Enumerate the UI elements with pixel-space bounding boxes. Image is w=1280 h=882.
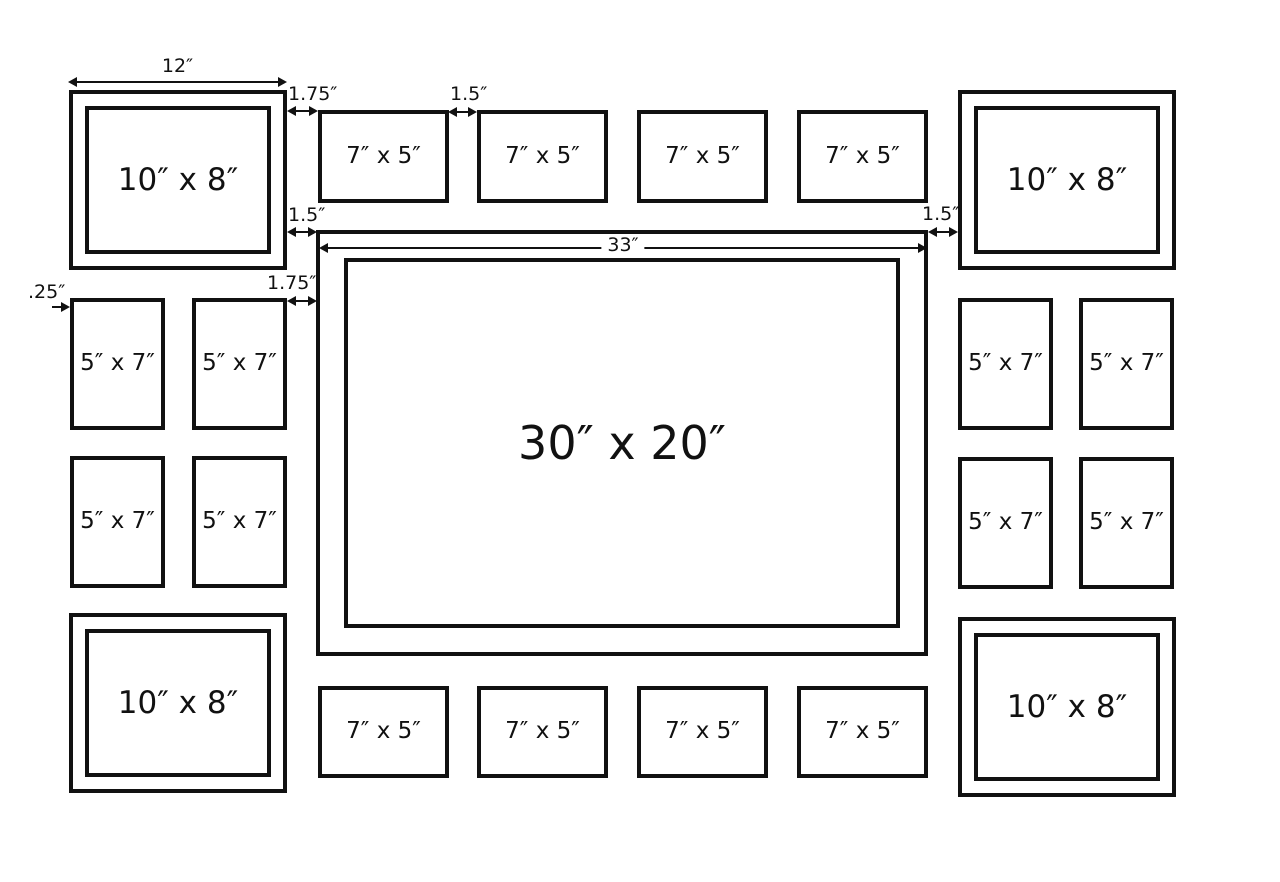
frame-7x5-bottom-2: 7″ x 5″	[477, 686, 608, 778]
frame-5x7-right-4: 5″ x 7″	[1079, 457, 1174, 589]
dimension-arrow-gap-1-5-center-right	[928, 227, 958, 237]
frame-size-label: 7″ x 5″	[825, 142, 900, 169]
frame-size-label: 5″ x 7″	[968, 350, 1043, 377]
dimension-arrow-gap-1-5-center-left	[287, 227, 317, 237]
frame-30x20-center: 30″ x 20″	[316, 230, 928, 656]
arrow-line	[74, 81, 281, 83]
frame-10x8-bottom-left: 10″ x 8″	[69, 613, 287, 793]
arrow-line	[293, 231, 311, 233]
frame-size-label: 5″ x 7″	[80, 508, 155, 535]
frame-5x7-right-2: 5″ x 7″	[1079, 298, 1174, 430]
frame-size-label: 10″ x 8″	[1006, 688, 1128, 725]
arrow-line	[293, 110, 312, 112]
dimension-arrow-gap-1-5-top-row	[448, 107, 477, 117]
frame-7x5-bottom-3: 7″ x 5″	[637, 686, 768, 778]
dimension-label-gap-1-5-center-left: 1.5″	[288, 204, 326, 226]
frame-5x7-left-2: 5″ x 7″	[192, 298, 287, 430]
dimension-label-quarter-inch: .25″	[28, 281, 66, 303]
frame-size-label: 7″ x 5″	[346, 718, 421, 745]
frame-size-label: 5″ x 7″	[968, 509, 1043, 536]
frame-size-label: 7″ x 5″	[505, 718, 580, 745]
dimension-arrow-12in	[68, 77, 287, 87]
frame-7x5-top-2: 7″ x 5″	[477, 110, 608, 203]
frame-5x7-left-1: 5″ x 7″	[70, 298, 165, 430]
frame-5x7-right-1: 5″ x 7″	[958, 298, 1053, 430]
frame-5x7-left-3: 5″ x 7″	[70, 456, 165, 588]
arrow-line	[934, 231, 952, 233]
frame-size-label: 10″ x 8″	[117, 684, 239, 721]
frame-size-label: 5″ x 7″	[1089, 509, 1164, 536]
frame-7x5-top-3: 7″ x 5″	[637, 110, 768, 203]
arrow-line	[454, 111, 471, 113]
dimension-label-33in: 33″	[601, 236, 645, 255]
frame-5x7-left-4: 5″ x 7″	[192, 456, 287, 588]
frame-size-label: 7″ x 5″	[665, 142, 740, 169]
frame-7x5-top-1: 7″ x 5″	[318, 110, 449, 203]
arrow-line	[52, 306, 64, 308]
frame-size-label: 10″ x 8″	[117, 161, 239, 198]
dimension-label-gap-1-5-top-row: 1.5″	[450, 83, 488, 105]
frame-size-label: 5″ x 7″	[80, 350, 155, 377]
frame-size-label: 10″ x 8″	[1006, 161, 1128, 198]
frame-size-label: 5″ x 7″	[1089, 350, 1164, 377]
dimension-arrow-gap-1-75-center-left	[287, 296, 317, 306]
frame-size-label: 7″ x 5″	[346, 142, 421, 169]
frame-size-label: 5″ x 7″	[202, 508, 277, 535]
dimension-arrow-quarter-inch	[52, 302, 70, 312]
frame-10x8-top-left: 10″ x 8″	[69, 90, 287, 270]
dimension-label-12in: 12″	[161, 55, 194, 77]
dimension-arrow-gap-1-75-top	[287, 106, 318, 116]
dimension-label-gap-1-5-center-right: 1.5″	[922, 203, 960, 225]
frame-7x5-top-4: 7″ x 5″	[797, 110, 928, 203]
dimension-label-gap-1-75-top: 1.75″	[288, 83, 338, 105]
frame-10x8-top-right: 10″ x 8″	[958, 90, 1176, 270]
frame-size-label: 30″ x 20″	[518, 415, 726, 470]
frame-7x5-bottom-1: 7″ x 5″	[318, 686, 449, 778]
frame-size-label: 5″ x 7″	[202, 350, 277, 377]
frame-7x5-bottom-4: 7″ x 5″	[797, 686, 928, 778]
frame-10x8-bottom-right: 10″ x 8″	[958, 617, 1176, 797]
frame-5x7-right-3: 5″ x 7″	[958, 457, 1053, 589]
frame-size-label: 7″ x 5″	[665, 718, 740, 745]
dimension-label-gap-1-75-center-left: 1.75″	[267, 272, 317, 294]
arrow-line	[293, 300, 311, 302]
frame-size-label: 7″ x 5″	[505, 142, 580, 169]
frame-size-label: 7″ x 5″	[825, 718, 900, 745]
